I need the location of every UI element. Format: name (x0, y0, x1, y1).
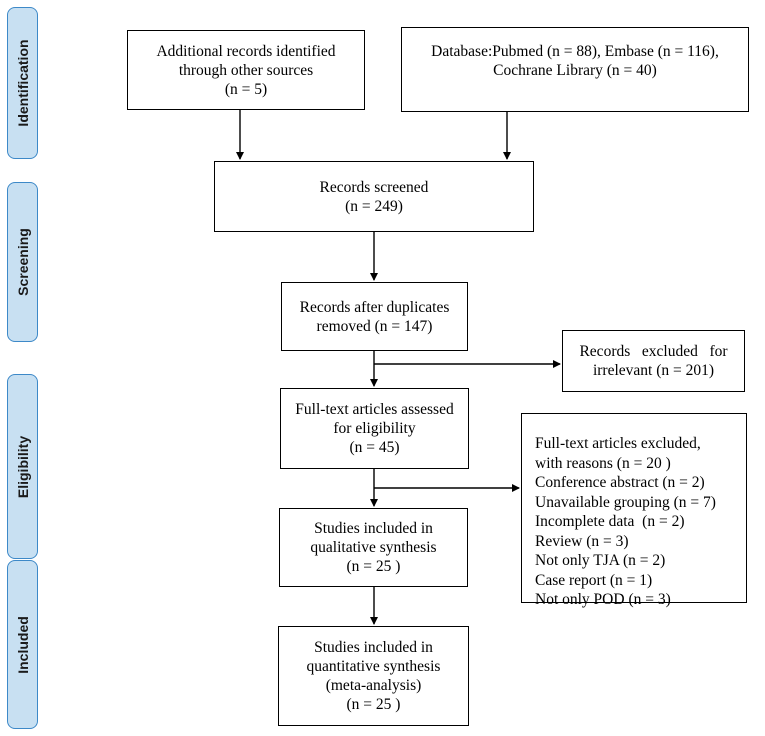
after-duplicates-line-2: removed (n = 147) (316, 317, 433, 335)
excluded-conference-abstract: Conference abstract (n = 2) (535, 474, 705, 491)
fulltext-assessed-line-2: for eligibility (333, 420, 416, 437)
excluded-case-report: Case report (n = 1) (535, 571, 653, 589)
quantitative-line-4: (n = 25 ) (346, 696, 401, 713)
qualitative-line-2: qualitative synthesis (310, 539, 437, 556)
excluded-irrelevant-line-1: Records excluded for (579, 343, 728, 360)
additional-records-line-3: (n = 5) (224, 80, 268, 98)
box-after-duplicates: Records after duplicates removed (n = 14… (281, 282, 468, 351)
box-database: Database:Pubmed (n = 88), Embase (n = 11… (401, 27, 749, 112)
excluded-not-only-pod: Not only POD (n = 3) (535, 591, 671, 608)
records-screened-line-2: (n = 249) (345, 197, 403, 215)
box-additional-records: Additional records identified through ot… (127, 30, 365, 110)
records-screened-line-1: Records screened (319, 178, 429, 196)
box-records-screened: Records screened (n = 249) (214, 161, 534, 232)
box-quantitative-synthesis: Studies included in quantitative synthes… (278, 626, 469, 726)
qualitative-line-1: Studies included in (314, 520, 433, 537)
qualitative-line-3: (n = 25 ) (346, 558, 401, 575)
excluded-incomplete-data: Incomplete data (n = 2) (535, 513, 685, 530)
quantitative-line-2: quantitative synthesis (306, 658, 441, 675)
box-qualitative-synthesis: Studies included in qualitative synthesi… (279, 508, 468, 587)
quantitative-line-3: (meta-analysis) (325, 677, 422, 694)
fulltext-assessed-line-1: Full-text articles assessed (295, 401, 454, 418)
quantitative-line-1: Studies included in (314, 639, 433, 656)
database-line-2: Cochrane Library (n = 40) (493, 62, 657, 79)
stage-label-eligibility: Eligibility (7, 374, 38, 559)
box-fulltext-assessed: Full-text articles assessed for eligibil… (280, 388, 469, 469)
after-duplicates-line-1: Records after duplicates (299, 298, 450, 316)
database-line-1: Database:Pubmed (n = 88), Embase (n = 11… (431, 43, 719, 60)
excluded-unavailable-grouping: Unavailable grouping (n = 7) (535, 493, 716, 511)
fulltext-excluded-reasons: with reasons (n = 20 ) (535, 454, 671, 472)
excluded-review: Review (n = 3) (535, 532, 629, 550)
box-excluded-irrelevant: Records excluded for irrelevant (n = 201… (562, 330, 745, 392)
stage-label-included: Included (7, 560, 38, 729)
excluded-not-only-tja: Not only TJA (n = 2) (535, 552, 666, 569)
fulltext-assessed-line-3: (n = 45) (349, 439, 400, 456)
additional-records-line-2: through other sources (178, 61, 314, 79)
excluded-irrelevant-line-2: irrelevant (n = 201) (592, 362, 715, 379)
stage-label-identification: Identification (7, 7, 38, 159)
box-fulltext-excluded: Full-text articles excluded, with reason… (521, 413, 747, 608)
additional-records-line-1: Additional records identified (156, 42, 336, 60)
stage-label-screening: Screening (7, 182, 38, 342)
fulltext-excluded-title: Full-text articles excluded, (535, 435, 701, 452)
